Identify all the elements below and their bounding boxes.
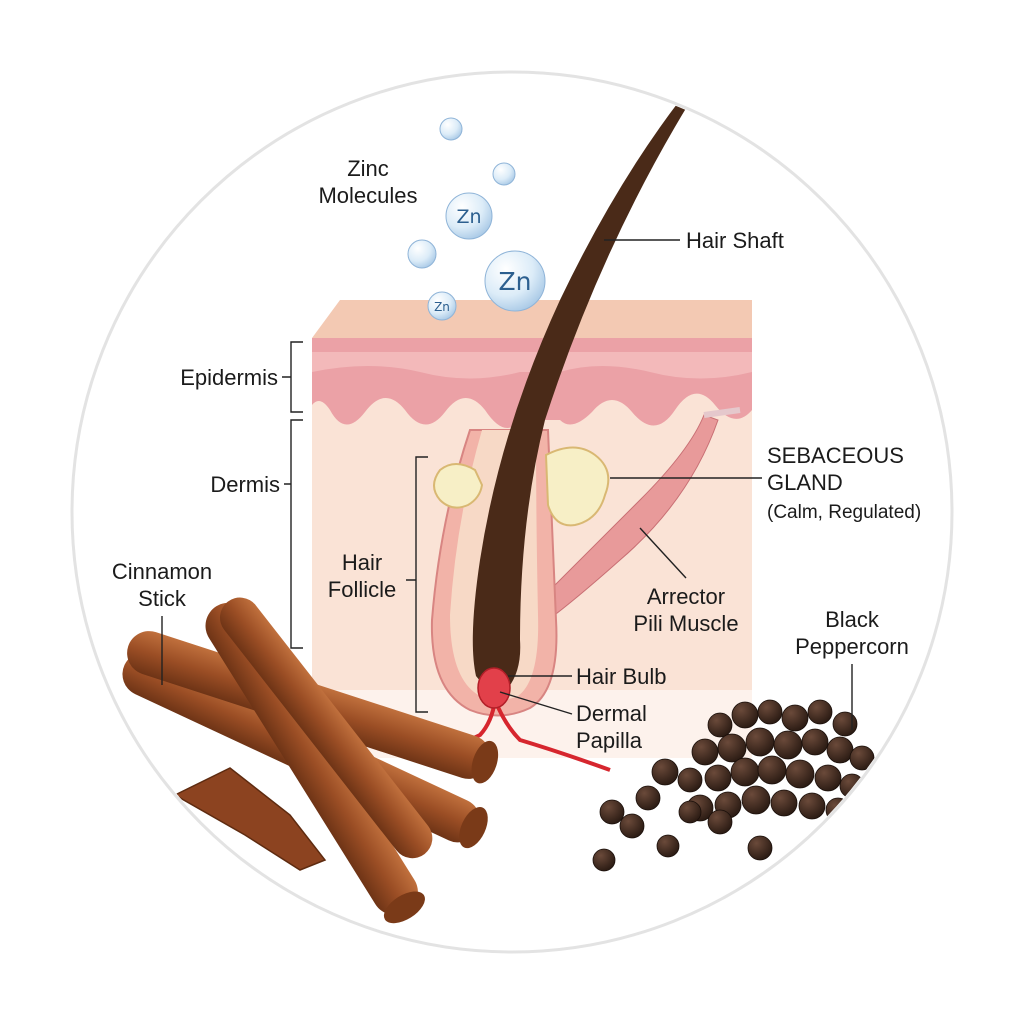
hair-follicle-label-line1: Hair: [342, 550, 382, 575]
cinnamon-stick: [219, 597, 433, 859]
epidermis-inner-band: [312, 352, 752, 379]
zn-symbol: Zn: [434, 300, 450, 314]
peppercorn: [757, 755, 787, 785]
zinc-label-line2: Molecules: [318, 183, 417, 208]
cinnamon-label-line2: Stick: [138, 586, 187, 611]
zinc-bubble: [492, 162, 516, 186]
dermal-papilla-label-line1: Dermal: [576, 701, 647, 726]
sebaceous-gland-left: [433, 463, 484, 509]
labels: Zinc Molecules Hair Shaft Epidermis Derm…: [112, 156, 921, 753]
dermis-bracket: [284, 419, 303, 649]
peppercorn: [747, 835, 773, 861]
zinc-bubble: [439, 117, 463, 141]
hair-shaft-label: Hair Shaft: [686, 228, 784, 253]
peppercorn: [814, 764, 842, 792]
cinnamon-bark-piece: [173, 767, 327, 871]
peppercorn: [798, 792, 826, 820]
peppercorn: [849, 745, 875, 771]
peppercorn: [717, 733, 747, 763]
cinnamon-label-line1: Cinnamon: [112, 559, 212, 584]
epidermis-label: Epidermis: [180, 365, 278, 390]
cinnamon-stick-end: [459, 807, 488, 849]
hair-follicle-label-line2: Follicle: [328, 577, 396, 602]
sebaceous-label-line2: GLAND: [767, 470, 843, 495]
dermal-papilla-label-line2: Papilla: [576, 728, 643, 753]
zinc-bubble-zn: [484, 250, 546, 312]
peppercorn: [635, 785, 661, 811]
peppercorn: [677, 767, 703, 793]
peppercorn: [757, 699, 783, 725]
arrector-label-line2: Pili Muscle: [633, 611, 738, 636]
dermal-papilla-leader: [499, 691, 573, 715]
zinc-bubble-zn: [445, 192, 493, 240]
dermis-label: Dermis: [210, 472, 280, 497]
cinnamon-stick-end: [383, 891, 425, 924]
peppercorn: [707, 809, 733, 835]
skin-top-surface: [312, 300, 752, 338]
sebaceous-gland-right: [544, 446, 610, 527]
peppercorn: [651, 758, 679, 786]
hair-shaft: [472, 100, 688, 689]
peppercorn: [741, 785, 771, 815]
epidermis-bracket: [282, 341, 303, 413]
sebaceous-label-line1: SEBACEOUS: [767, 443, 904, 468]
peppercorn: [832, 711, 858, 737]
peppercorn: [781, 704, 809, 732]
peppercorn: [785, 759, 815, 789]
peppercorn: [731, 701, 759, 729]
peppercorn: [707, 712, 733, 738]
peppercorn: [599, 799, 625, 825]
zinc-bubble: [407, 239, 437, 269]
peppercorn: [656, 834, 680, 858]
cinnamon-sticks: [122, 597, 499, 924]
dermal-papilla: [477, 667, 511, 709]
peppercorn: [770, 789, 798, 817]
peppercorn: [592, 848, 616, 872]
cinnamon-stick: [205, 602, 418, 916]
zinc-label-line1: Zinc: [347, 156, 389, 181]
peppercorn: [745, 727, 775, 757]
peppercorn: [801, 728, 829, 756]
peppercorn: [730, 757, 760, 787]
zn-symbol: Zn: [456, 206, 481, 228]
arrector-leader: [639, 527, 687, 579]
hair-follicle-bracket: [406, 456, 428, 713]
arrector-tendon: [703, 407, 741, 418]
peppercorn: [826, 736, 854, 764]
peppercorn: [807, 699, 833, 725]
cinnamon-stick-end: [471, 740, 499, 784]
zinc-bubble-zn: [427, 291, 457, 321]
peppercorn-label-line2: Peppercorn: [795, 634, 909, 659]
hair-bulb-label: Hair Bulb: [576, 664, 666, 689]
arrector-label-line1: Arrector: [647, 584, 725, 609]
peppercorn: [619, 813, 645, 839]
peppercorn: [773, 730, 803, 760]
peppercorn-label-line1: Black: [825, 607, 880, 632]
sebaceous-label-line3: (Calm, Regulated): [767, 502, 921, 523]
peppercorn: [704, 764, 732, 792]
zn-symbol: Zn: [499, 267, 532, 296]
peppercorn: [691, 738, 719, 766]
zinc-molecules-group: Zn Zn Zn: [407, 117, 546, 321]
peppercorn: [678, 800, 702, 824]
